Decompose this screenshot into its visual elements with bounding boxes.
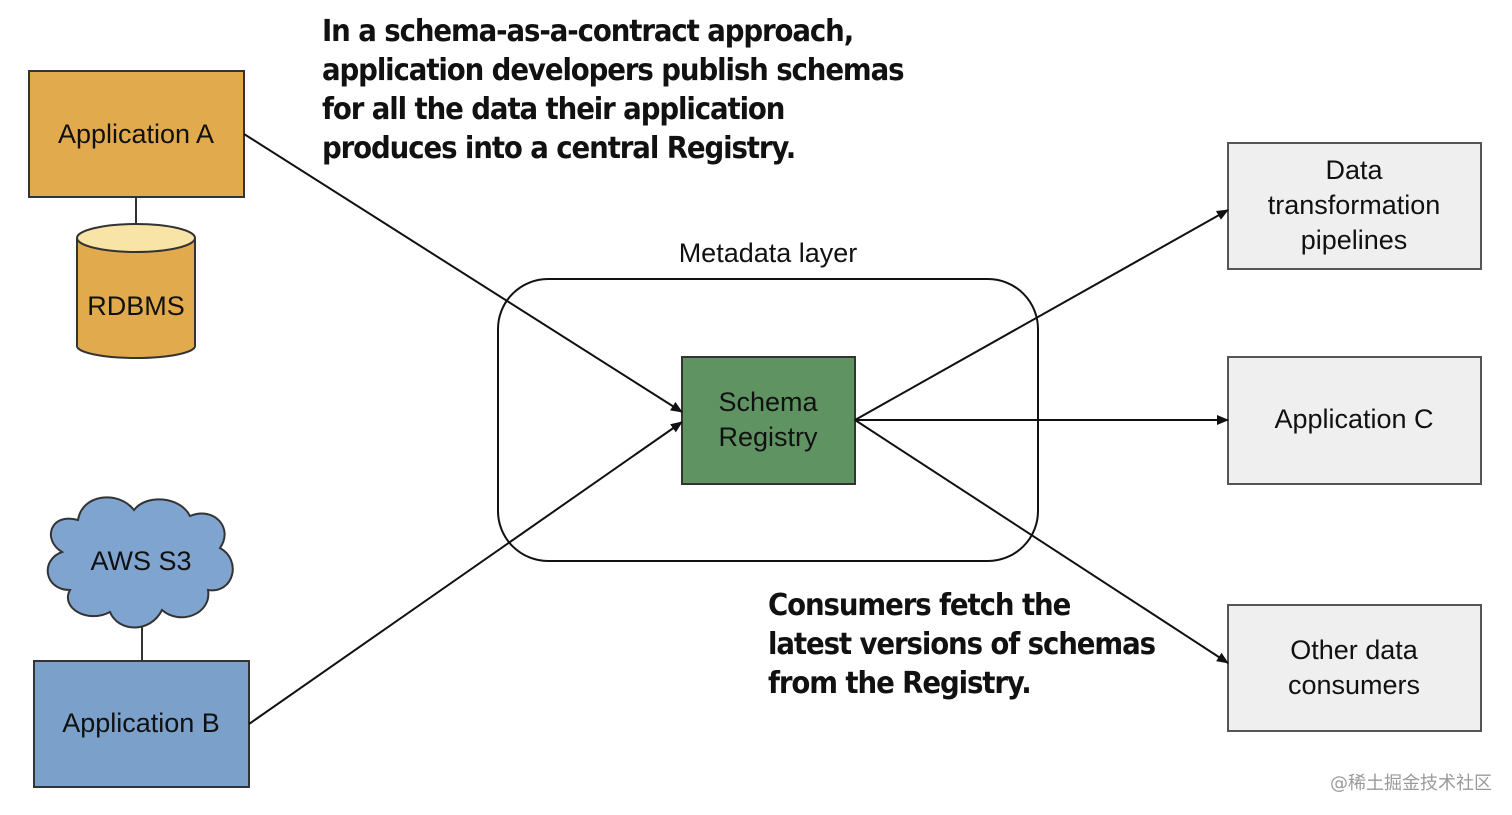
pipelines-label-line1: Data <box>1325 155 1383 185</box>
producer-annotation: In a schema-as-a-contract approach, appl… <box>322 12 905 168</box>
producer-annotation-line: produces into a central Registry. <box>322 131 796 166</box>
other-data-consumers-box: Other data consumers <box>1227 604 1482 732</box>
application-a-label: Application A <box>58 119 214 149</box>
application-a-box: Application A <box>28 70 245 198</box>
schema-registry-label-line1: Schema <box>718 387 818 417</box>
rdbms-label: RDBMS <box>87 291 185 321</box>
data-transformation-pipelines-box: Data transformation pipelines <box>1227 142 1482 270</box>
arrow-app-b-to-registry <box>248 421 683 725</box>
schema-registry-box: Schema Registry <box>681 356 856 485</box>
aws-s3-label: AWS S3 <box>90 546 191 576</box>
application-c-label: Application C <box>1274 404 1433 434</box>
application-b-label: Application B <box>62 708 220 738</box>
rdbms-database-icon: RDBMS <box>76 223 196 359</box>
schema-registry-label-line2: Registry <box>718 422 818 452</box>
arrow-registry-to-other-consumers <box>854 419 1229 664</box>
watermark: @稀土掘金技术社区 <box>1330 773 1492 794</box>
application-b-box: Application B <box>33 660 250 788</box>
producer-annotation-line: for all the data their application <box>322 92 785 127</box>
other-consumers-label-line2: consumers <box>1288 670 1420 700</box>
application-c-box: Application C <box>1227 356 1482 485</box>
metadata-layer-label: Metadata layer <box>679 238 858 268</box>
other-consumers-label-line1: Other data <box>1290 635 1419 665</box>
aws-s3-cloud-icon: AWS S3 <box>46 496 234 629</box>
arrow-app-a-to-registry <box>243 133 683 413</box>
consumer-annotation-line: Consumers fetch the <box>768 588 1071 623</box>
producer-annotation-line: application developers publish schemas <box>322 53 905 88</box>
pipelines-label-line3: pipelines <box>1301 225 1408 255</box>
consumer-annotation-line: from the Registry. <box>768 666 1032 701</box>
pipelines-label-line2: transformation <box>1268 190 1441 220</box>
consumer-annotation: Consumers fetch the latest versions of s… <box>768 586 1156 703</box>
consumer-annotation-line: latest versions of schemas <box>768 627 1156 662</box>
arrow-registry-to-pipelines <box>854 209 1229 421</box>
producer-annotation-line: In a schema-as-a-contract approach, <box>322 14 854 49</box>
